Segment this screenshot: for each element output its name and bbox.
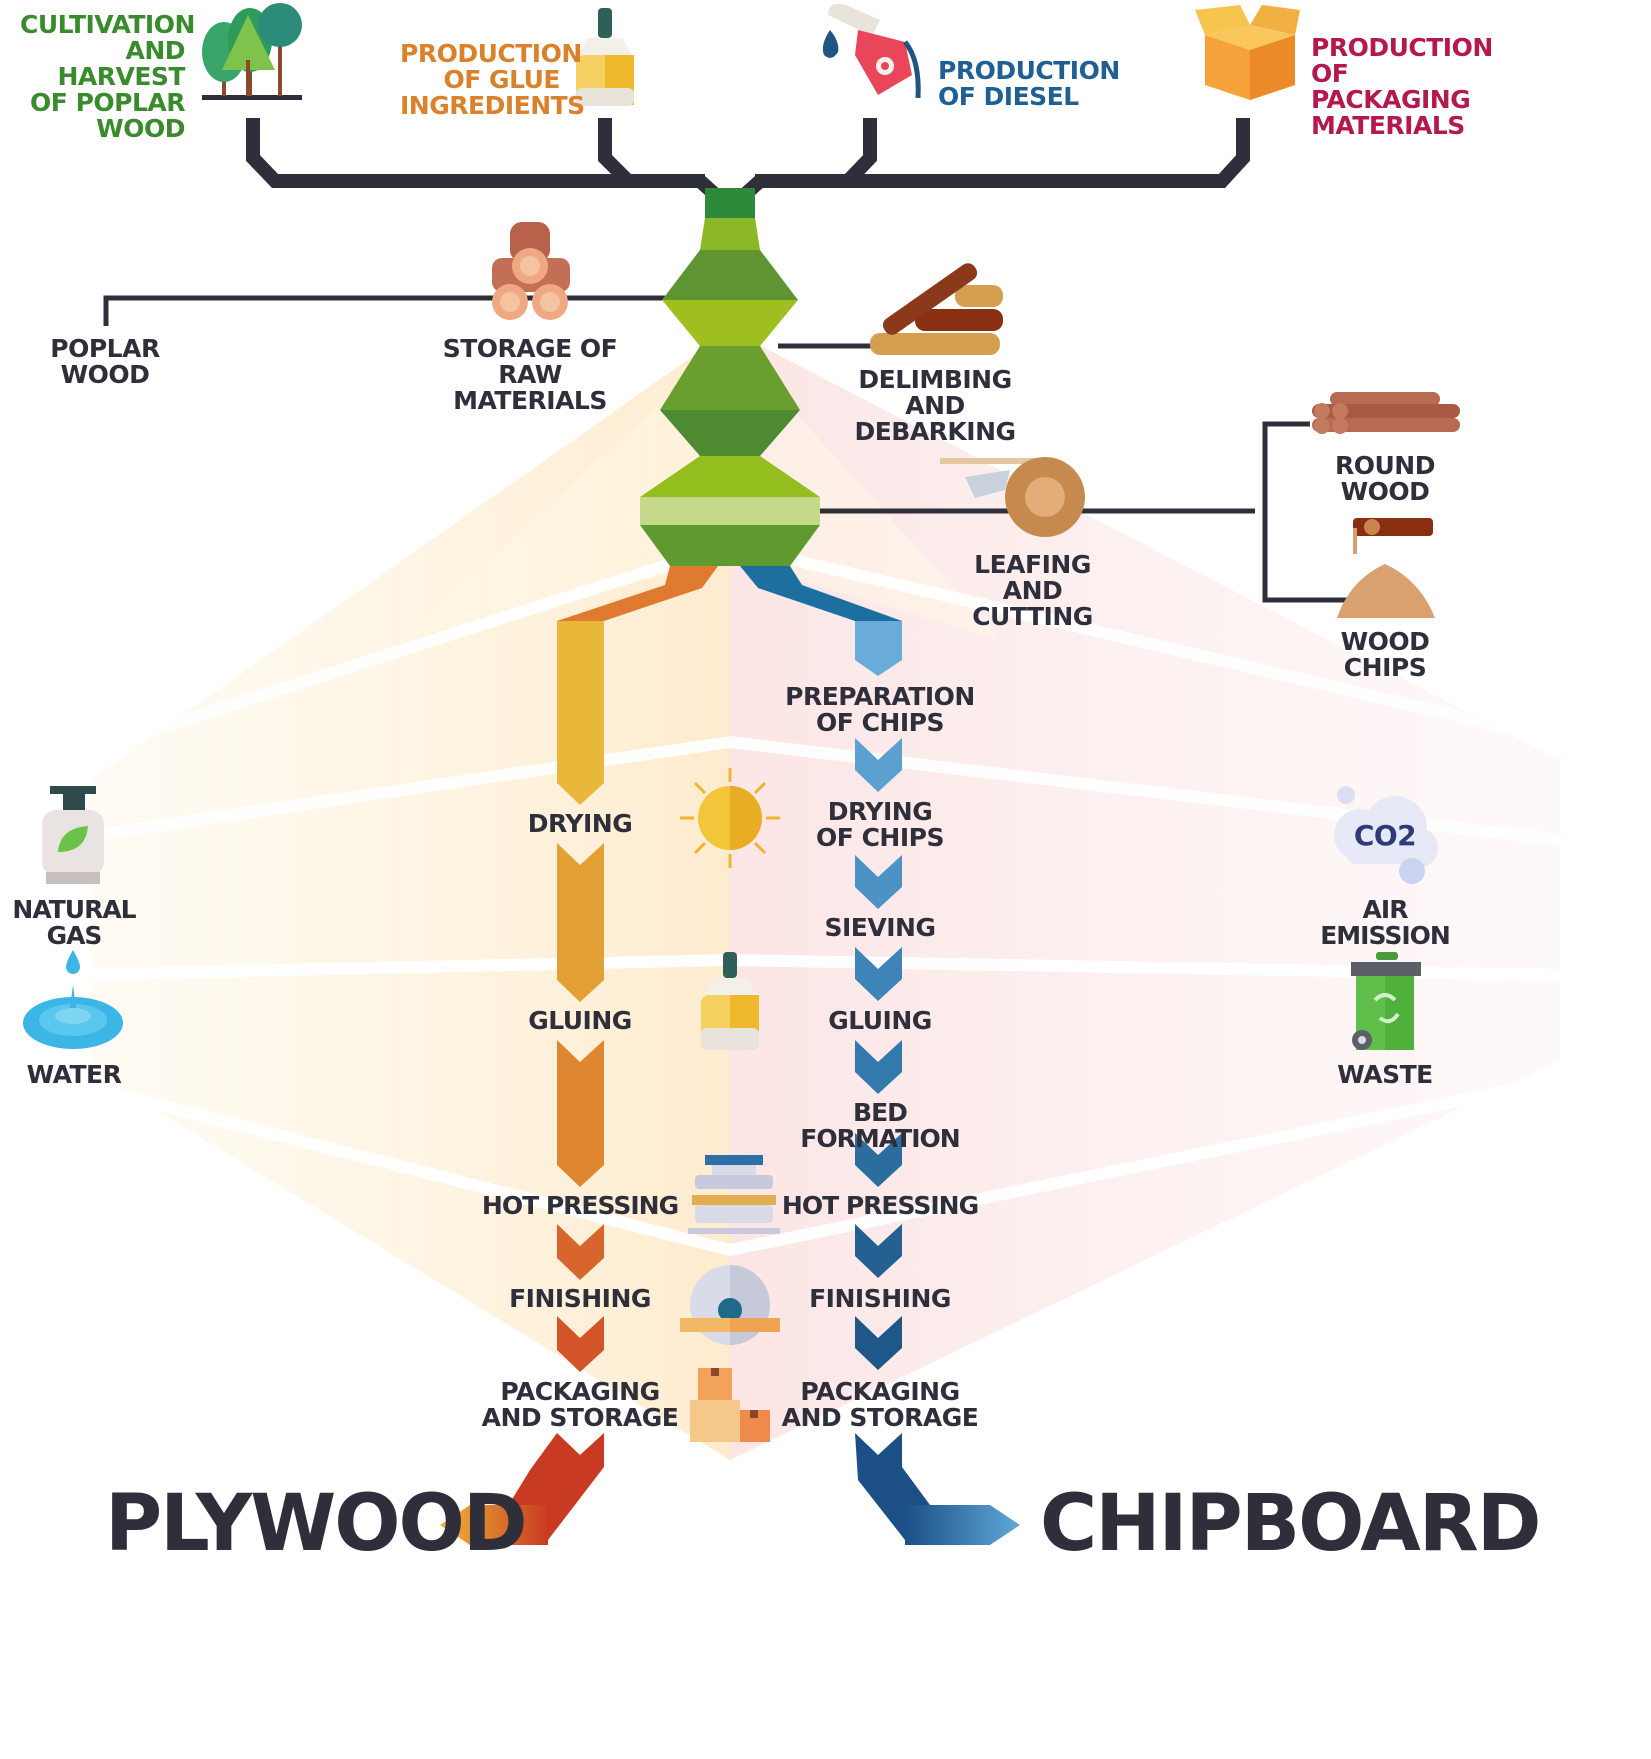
label-packaging-materials: PRODUCTION OF PACKAGING MATERIALS [1311,33,1493,140]
plywood-step-packaging: PACKAGING AND STORAGE [481,1377,679,1432]
label-cultivation-harvest: CULTIVATION AND HARVEST OF POPLAR WOOD [20,10,195,143]
sun-icon [680,768,780,868]
plywood-step-hot-pressing: HOT PRESSING [481,1191,679,1220]
plywood-flow [440,566,718,1545]
label-delimbing-debarking: DELIMBING AND DEBARKING [854,365,1016,446]
chipboard-step-sieving: SIEVING [824,913,936,942]
trash-bin-icon [1351,952,1421,1050]
chipboard-title: CHIPBOARD [1040,1479,1542,1569]
fuel-nozzle-icon [822,3,921,99]
log-pile-icon [492,222,570,320]
plywood-step-gluing: GLUING [528,1006,632,1035]
logs-icon [870,263,1003,355]
plywood-step-drying: DRYING [527,809,633,838]
boxes-icon [690,1368,770,1442]
cutting-machine-icon [940,457,1085,537]
plywood-output-arrow [440,1505,548,1545]
wood-chips-icon [1337,518,1435,618]
chipboard-step-gluing: GLUING [828,1006,932,1035]
chipboard-flow [740,566,1020,1545]
gas-cylinder-icon [42,786,104,884]
box-icon [1195,5,1300,100]
label-natural-gas: NATURAL GAS [12,895,136,950]
label-waste: WASTE [1337,1060,1433,1089]
label-poplar-wood: POPLAR WOOD [50,334,160,389]
central-tree-stack [640,188,820,566]
label-wood-chips: WOOD CHIPS [1340,627,1430,682]
glue-bottle-center-icon [701,952,759,1050]
chipboard-step-packaging: PACKAGING AND STORAGE [781,1377,979,1432]
plywood-step-finishing: FINISHING [509,1284,651,1313]
trees-icon [202,3,302,100]
water-drop-icon [23,950,123,1049]
chipboard-step-drying: DRYING OF CHIPS [816,797,944,852]
label-storage-raw-materials: STORAGE OF RAW MATERIALS [442,334,618,415]
plywood-title: PLYWOOD [105,1479,528,1569]
chipboard-step-preparation: PREPARATION OF CHIPS [785,682,975,737]
co2-cloud-icon [1334,786,1438,884]
label-diesel: PRODUCTION OF DIESEL [938,56,1120,111]
label-water: WATER [26,1060,122,1089]
round-wood-icon [1312,392,1460,434]
glue-bottle-icon [576,8,634,106]
hot-press-icon [688,1155,780,1234]
chipboard-step-hot-pressing: HOT PRESSING [781,1191,979,1220]
chipboard-step-bed-formation: BED FORMATION [800,1098,960,1153]
saw-icon [680,1265,780,1345]
label-round-wood: ROUND WOOD [1335,451,1435,506]
co2-text: CO2 [1353,819,1417,852]
chipboard-output-arrow [905,1505,1020,1545]
chipboard-step-finishing: FINISHING [809,1284,951,1313]
label-leafing-cutting: LEAFING AND CUTTING [972,550,1093,631]
label-glue-ingredients: PRODUCTION OF GLUE INGREDIENTS [400,39,585,120]
plywood-background-fan [90,330,730,1460]
label-air-emission: AIR EMISSION [1320,895,1451,950]
